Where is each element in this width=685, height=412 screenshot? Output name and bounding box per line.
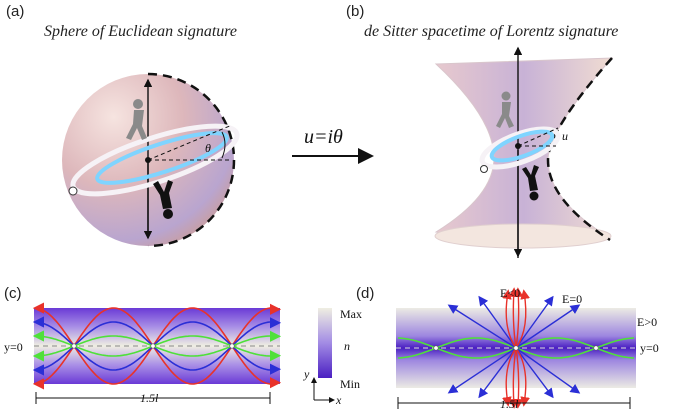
sphere-radius-dashed-1 <box>147 124 233 161</box>
sphere-ring-node <box>68 186 78 196</box>
ray-c-red-b <box>35 307 279 385</box>
hyperboloid-blue-ring <box>489 129 555 163</box>
ray-d-blue-2 <box>447 347 517 394</box>
focal-node-c-1 <box>150 343 156 349</box>
ray-d-red-3 <box>515 347 530 407</box>
period-label-c: 1.5l <box>140 391 159 405</box>
source-point-d <box>513 345 519 351</box>
ray-d-red-1 <box>515 289 530 349</box>
ray-c-green-a <box>35 335 279 357</box>
transform-arrow: u=iθ <box>292 126 374 164</box>
panel-b-title: de Sitter spacetime of Lorentz signature <box>364 23 618 40</box>
panel-c: (c) y=0 1.5l <box>4 285 282 405</box>
ray-d-red-inner-3 <box>513 347 524 409</box>
sphere-dashed-meridian <box>147 72 236 248</box>
hyperboloid-dashed-edge <box>546 57 613 242</box>
walker-top-icon <box>126 99 147 140</box>
sphere-center <box>145 157 151 163</box>
colorbar-min: Min <box>340 377 360 391</box>
ray-d-blue-7 <box>515 347 554 399</box>
focal-node-c-0 <box>71 343 77 349</box>
hyperboloid-ring-node <box>480 165 488 173</box>
ray-trajectories-c <box>32 302 282 390</box>
period-label-d: 1.5l <box>500 397 519 411</box>
walker-bottom-hyperboloid-icon <box>522 165 539 201</box>
energy-label-pos: E>0 <box>637 315 657 329</box>
ray-d-blue-0 <box>447 304 517 349</box>
u-symbol: u <box>562 129 568 143</box>
panel-a-label: (a) <box>6 3 24 20</box>
ray-d-blue-4 <box>478 295 517 349</box>
desitter-hyperboloid <box>434 57 614 244</box>
energy-label-zero: E=0 <box>562 292 582 306</box>
sphere-blue-ring <box>95 131 229 185</box>
panel-b: (b) de Sitter spacetime of Lorentz signa… <box>346 3 618 258</box>
panel-b-label: (b) <box>346 3 364 20</box>
theta-symbol: θ <box>205 141 211 155</box>
u-dashed-line <box>517 127 559 147</box>
colorbar-quantity: n <box>344 339 350 353</box>
theta-arc <box>221 131 226 159</box>
ray-c-red-a <box>35 307 279 385</box>
ray-d-blue-5 <box>515 295 554 349</box>
energy-label-neg: E<0 <box>500 286 520 300</box>
ray-d-red-0 <box>502 289 517 349</box>
panel-c-label: (c) <box>4 285 22 302</box>
y0-label-c-text: y=0 <box>4 340 23 354</box>
ray-c-blue-b <box>35 321 279 371</box>
y0-label-c: y=0 <box>4 340 23 354</box>
hyperboloid-bottom-rim <box>434 223 612 249</box>
hyperboloid-white-ring <box>479 126 561 170</box>
focal-node-d-2 <box>593 345 599 351</box>
colorbar-max: Max <box>340 307 362 321</box>
panel-d-label: (d) <box>356 285 374 302</box>
panel-d: (d) y=0 E<0 E=0 E>0 1.5l <box>356 285 659 411</box>
y0-label-d: y=0 <box>640 341 659 355</box>
walker-bottom-icon <box>153 180 173 219</box>
panel-a-title: Sphere of Euclidean signature <box>44 23 237 40</box>
axis-y-label: y <box>303 367 310 381</box>
colorbar-scale <box>318 308 332 378</box>
ray-d-red-inner-1 <box>513 287 524 349</box>
walker-top-hyperboloid-icon <box>496 91 514 128</box>
ray-d-blue-6 <box>478 347 517 399</box>
ray-c-green-b <box>35 335 279 357</box>
focal-node-d-0 <box>433 345 439 351</box>
ray-d-blue-3 <box>515 347 581 394</box>
relation-label: u=iθ <box>304 126 343 148</box>
panel-a: (a) Sphere of Euclidean signature θ <box>6 3 240 248</box>
colorbar: Max n Min y x <box>303 307 362 407</box>
ray-trajectories-d <box>397 287 635 409</box>
ray-c-blue-a <box>35 321 279 371</box>
focal-node-c-2 <box>229 343 235 349</box>
axis-x-label: x <box>335 393 342 407</box>
ray-d-red-2 <box>502 347 517 407</box>
ray-d-blue-1 <box>515 304 581 349</box>
